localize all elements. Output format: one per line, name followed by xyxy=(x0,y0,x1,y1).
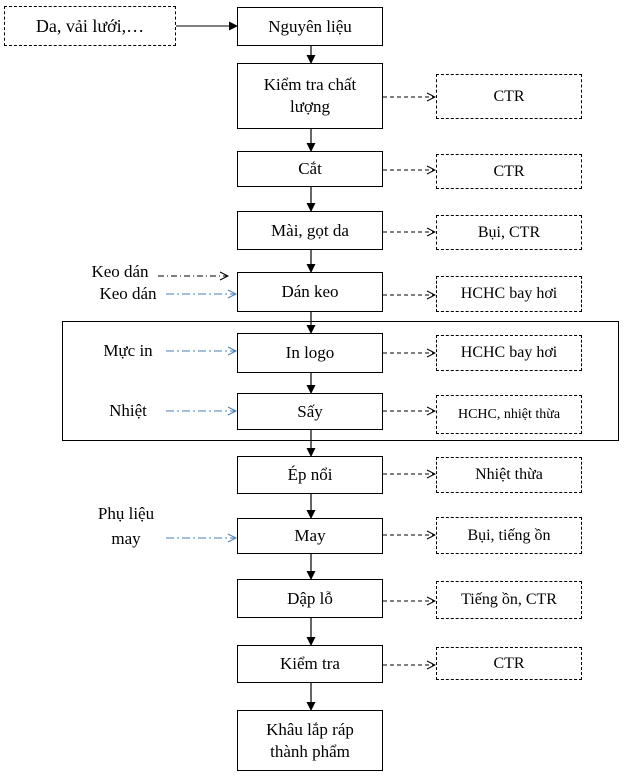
step-in-logo: In logo xyxy=(237,333,383,373)
step-may: May xyxy=(237,518,383,554)
step-nguyen-lieu: Nguyên liệu xyxy=(237,7,383,46)
input-materials-box: Da, vải lưới,… xyxy=(4,6,176,46)
output-dan-keo: HCHC bay hơi xyxy=(436,276,582,312)
output-mai-got-da: Bụi, CTR xyxy=(436,215,582,250)
step-kiem-tra-chat-luong: Kiểm tra chất lượng xyxy=(237,63,383,129)
output-dap-lo: Tiếng ồn, CTR xyxy=(436,581,582,619)
output-arrows xyxy=(383,97,435,665)
output-say: HCHC, nhiệt thừa xyxy=(436,395,582,434)
step-dan-keo: Dán keo xyxy=(237,272,383,312)
step-ep-noi: Ép nổi xyxy=(237,456,383,494)
step-khau-lap-rap: Khâu lắp ráp thành phẩm xyxy=(237,710,383,771)
label-muc-in: Mực in xyxy=(103,341,153,360)
label-phu-lieu-may: Phụ liệu may xyxy=(97,504,155,548)
step-cat: Cắt xyxy=(237,151,383,187)
label-nhiet: Nhiệt xyxy=(109,401,147,420)
step-say: Sấy xyxy=(237,393,383,430)
label-keo-dan-2: Keo dán xyxy=(99,284,157,303)
output-cat: CTR xyxy=(436,154,582,189)
label-keo-dan-1: Keo dán xyxy=(91,262,149,281)
output-kiem-tra-chat-luong: CTR xyxy=(436,74,582,119)
output-ep-noi: Nhiệt thừa xyxy=(436,457,582,493)
output-kiem-tra: CTR xyxy=(436,647,582,680)
group-frame xyxy=(62,321,619,441)
input-arrows xyxy=(166,294,236,538)
output-may: Bụi, tiếng ồn xyxy=(436,517,582,554)
step-kiem-tra: Kiểm tra xyxy=(237,645,383,683)
step-mai-got-da: Mài, gọt da xyxy=(237,211,383,250)
output-in-logo: HCHC bay hơi xyxy=(436,335,582,371)
step-dap-lo: Dập lỗ xyxy=(237,579,383,618)
